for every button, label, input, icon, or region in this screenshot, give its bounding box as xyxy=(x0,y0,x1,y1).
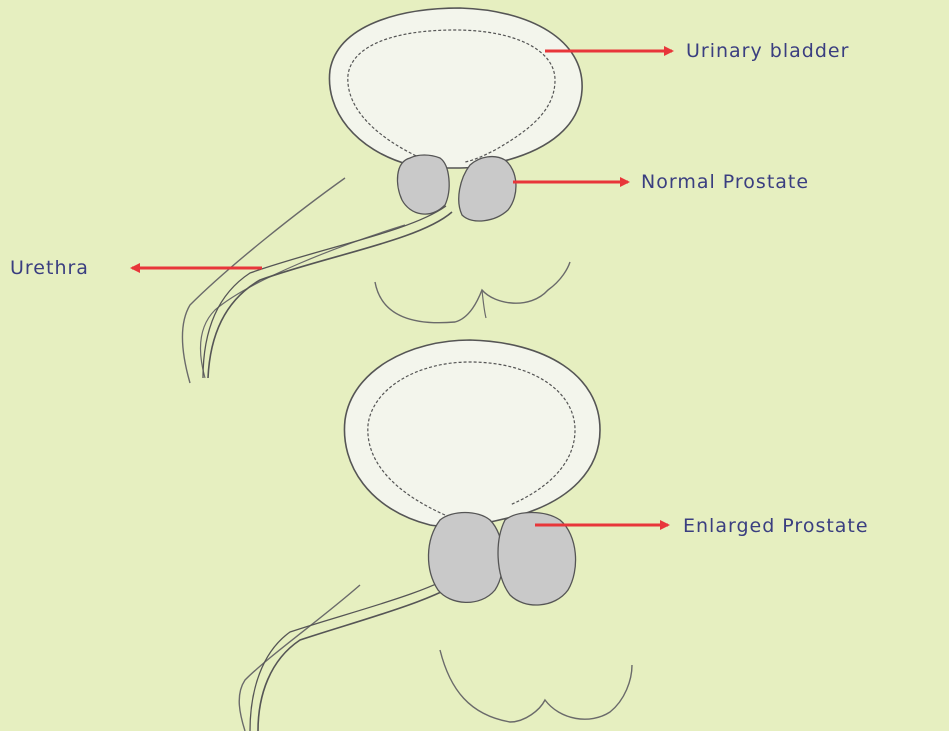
enlarged-anatomy-figure xyxy=(239,340,632,731)
label-urethra: Urethra xyxy=(10,257,89,279)
enlarged-prostate-lobe-left xyxy=(428,513,503,603)
penis-outline-outer-2 xyxy=(239,585,360,731)
urethra-tube-bottom xyxy=(258,575,470,731)
penis-outline-inner xyxy=(201,225,405,378)
scrotum-outline xyxy=(375,262,570,323)
prostate-lobe-left xyxy=(397,155,449,214)
scrotum-outline-2 xyxy=(440,650,632,722)
urethra-tube-bottom-2 xyxy=(250,570,462,731)
bladder-wall-outer xyxy=(329,8,582,168)
label-normal-prostate: Normal Prostate xyxy=(641,171,809,193)
bladder-wall-outer-2 xyxy=(344,340,600,526)
label-enlarged-prostate: Enlarged Prostate xyxy=(683,515,869,537)
label-urinary-bladder: Urinary bladder xyxy=(686,40,849,62)
normal-anatomy-figure xyxy=(182,8,582,383)
